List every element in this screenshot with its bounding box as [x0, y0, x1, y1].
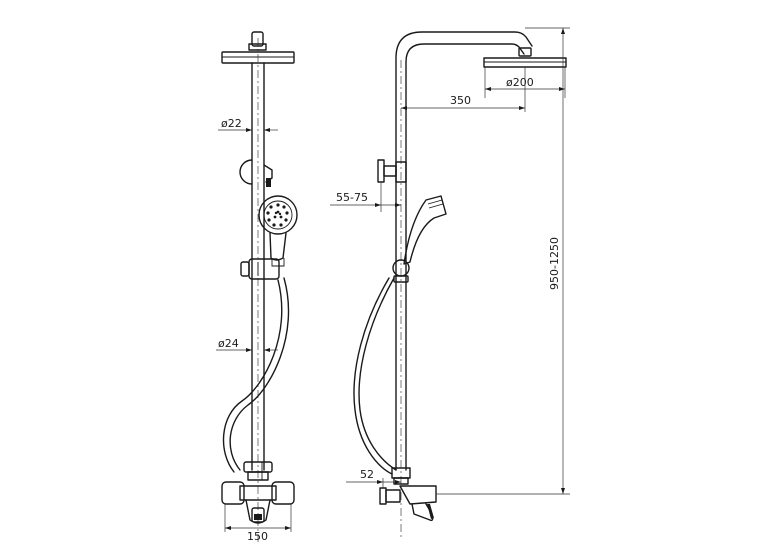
side-hand-shower: [403, 195, 447, 265]
front-hand-shower-nozzles: [266, 203, 289, 227]
dim-label-front-width: 150: [247, 530, 268, 543]
side-hose: [353, 277, 397, 475]
dim-label-valve-offset: 52: [360, 468, 374, 481]
front-hose: [222, 277, 290, 473]
side-wall-bracket: [377, 159, 407, 183]
dim-label-wall-offset: 55-75: [336, 191, 368, 204]
dim-arm-reach: 350: [401, 67, 526, 112]
side-mixer-valve: [379, 485, 437, 522]
dim-front-pipe-lower: ø24: [216, 337, 278, 352]
dim-wall-offset: 55-75: [330, 182, 401, 212]
side-lower-connector: [391, 467, 411, 485]
dim-front-pipe-upper: ø22: [218, 117, 278, 132]
dim-front-width: 150: [224, 504, 292, 543]
front-mixer-valve: [221, 481, 295, 524]
dim-label-pipe-lower: ø24: [218, 337, 239, 350]
front-diverter-knob: [239, 159, 273, 187]
dim-label-arm-reach: 350: [450, 94, 471, 107]
side-view: ø200 350 55-75: [330, 27, 570, 540]
dim-valve-offset: 52: [346, 468, 401, 488]
front-slider-holder: [240, 258, 280, 280]
front-hand-shower: [258, 195, 298, 267]
dim-label-height-range: 950-1250: [548, 237, 561, 290]
dim-label-head-diameter: ø200: [506, 76, 534, 89]
front-view: ø22 ø24 150: [216, 31, 298, 545]
side-riser-and-arm: [395, 31, 533, 540]
front-lower-connector: [243, 461, 273, 481]
dim-height-range: 950-1250: [436, 27, 570, 495]
front-rain-shower-head: [221, 31, 295, 64]
dim-label-pipe-upper: ø22: [221, 117, 242, 130]
